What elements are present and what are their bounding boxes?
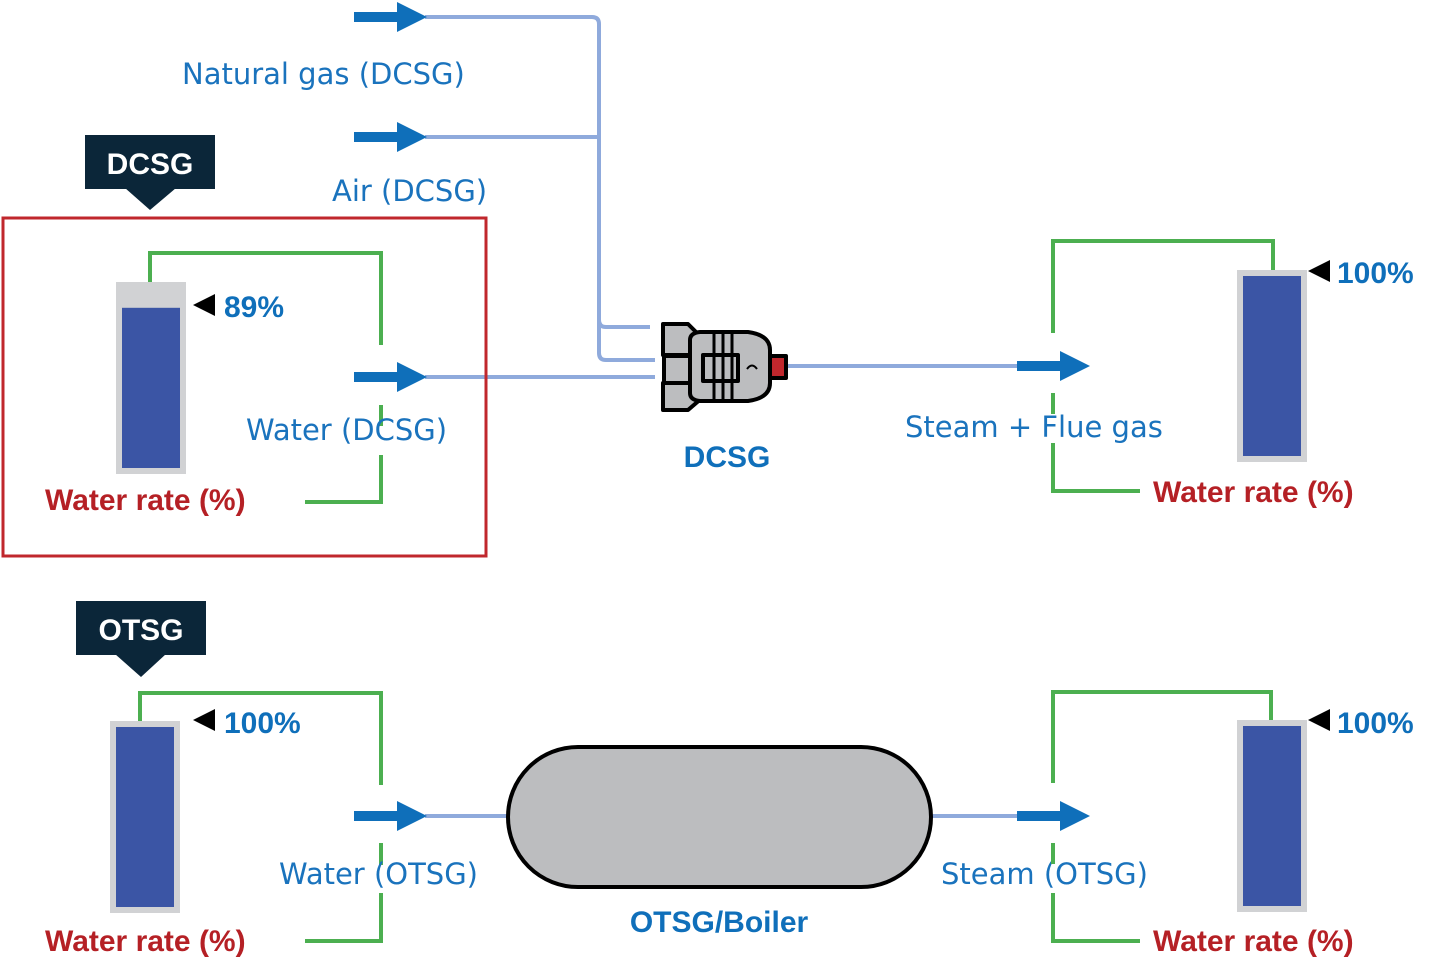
dcsg-steam-rate-value: 100% [1337,257,1414,290]
dcsg-steam-tank [1237,270,1307,462]
steam-otsg-arrow-icon [1017,801,1090,831]
water-otsg-arrow-icon [354,801,427,831]
otsg-steam-control-loop [1051,690,1273,943]
otsg-steam-rate-label: Water rate (%) [1153,925,1354,958]
dcsg-water-tank [116,282,186,474]
steam-flue-arrow-icon [1017,351,1090,381]
level-pointer-icon [1308,709,1330,731]
steam-flue-label: Steam + Flue gas [905,410,1163,444]
dcsg-unit-label: DCSG [684,441,771,474]
otsg-steam-tank [1237,720,1307,912]
tank-level [122,307,180,468]
otsg-boiler-vessel [506,745,933,889]
natural-gas-branch [597,319,650,329]
highlight-box [1,216,488,558]
otsg-water-rate-label: Water rate (%) [45,925,246,958]
dcsg-steam-rate-label: Water rate (%) [1153,476,1354,509]
otsg-unit-label: OTSG/Boiler [630,906,809,939]
air-label: Air (DCSG) [332,174,487,208]
level-pointer-icon [193,709,215,731]
water-otsg-label: Water (OTSG) [279,857,478,891]
otsg-tag-label: OTSG [98,614,183,647]
dcsg-water-rate-value: 89% [224,291,284,324]
otsg-tag: OTSG [76,601,206,677]
dcsg-water-control-loop [148,251,383,504]
water-dcsg-arrow-icon [354,362,427,392]
natural-gas-label: Natural gas (DCSG) [182,57,465,91]
tank-level [116,727,174,907]
level-pointer-icon [193,294,215,316]
natural-gas-arrow-icon [354,2,427,32]
dcsg-steam-control-loop [1051,239,1275,493]
otsg-water-rate-value: 100% [224,707,301,740]
tank-level [1243,726,1301,906]
dcsg-tag: DCSG [85,135,215,210]
otsg-steam-rate-value: 100% [1337,707,1414,740]
natural-gas-pipe [425,15,655,362]
air-arrow-icon [354,122,427,152]
water-dcsg-label: Water (DCSG) [246,413,447,447]
steam-otsg-label: Steam (OTSG) [941,857,1148,891]
otsg-water-tank [110,721,180,913]
dcsg-water-rate-label: Water rate (%) [45,484,246,517]
level-pointer-icon [1308,260,1330,282]
otsg-water-control-loop [138,691,383,943]
dcsg-tag-label: DCSG [107,148,194,181]
dcsg-unit-icon [661,322,788,412]
tank-level [1243,276,1301,456]
